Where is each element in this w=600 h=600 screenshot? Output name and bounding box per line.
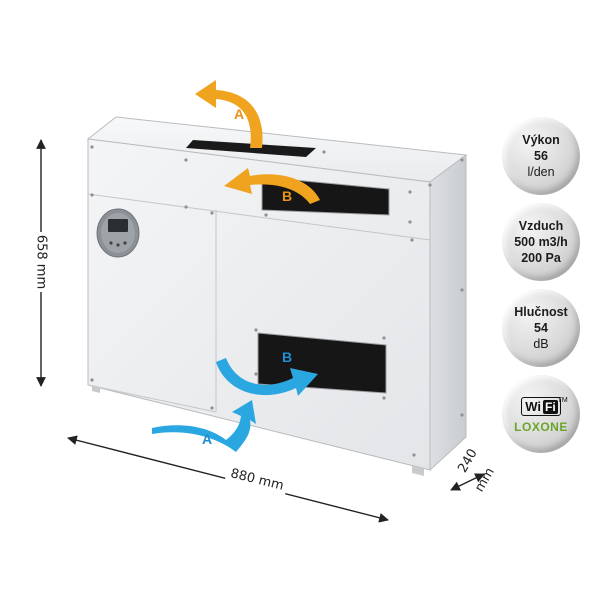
noise-value: 54 xyxy=(534,321,548,335)
arrow-b-outlet-label: B xyxy=(282,188,292,204)
noise-badge: Hlučnost 54 dB xyxy=(502,289,580,367)
wifi-fi-text: Fi xyxy=(543,399,558,414)
power-badge: Výkon 56 l/den xyxy=(502,117,580,195)
power-value: 56 xyxy=(534,149,548,163)
unit-body xyxy=(86,116,468,476)
wifi-trademark: TM xyxy=(557,397,568,404)
arrow-a-outlet xyxy=(195,80,263,148)
noise-unit: dB xyxy=(533,337,549,351)
dimension-depth: 240 mm xyxy=(450,446,498,495)
wifi-wi-text: Wi xyxy=(525,398,542,414)
wifi-logo: Wi Fi TM xyxy=(521,397,568,416)
arrow-a-inlet-label: A xyxy=(202,431,212,447)
control-panel xyxy=(96,208,140,258)
arrow-b-inlet-label: B xyxy=(282,349,292,365)
depth-value-label: 240 xyxy=(455,446,480,475)
arrow-b-inlet xyxy=(216,358,318,396)
air-title: Vzduch xyxy=(518,219,564,233)
top-outlet-grille xyxy=(186,140,316,157)
height-label: 658 mm xyxy=(34,235,49,289)
power-unit: l/den xyxy=(527,165,555,179)
depth-unit-label: mm xyxy=(472,465,498,494)
dimension-width: 880 mm xyxy=(67,435,389,523)
arrow-a-outlet-label: A xyxy=(234,106,244,122)
power-title: Výkon xyxy=(522,133,560,147)
loxone-logo: LOXONE xyxy=(514,420,568,434)
air-flow: 500 m3/h xyxy=(514,235,568,249)
dimension-height: 658 mm xyxy=(33,139,49,387)
air-badge: Vzduch 500 m3/h 200 Pa xyxy=(502,203,580,281)
connectivity-badge: Wi Fi TM LOXONE xyxy=(502,375,580,453)
air-pressure: 200 Pa xyxy=(521,251,561,265)
noise-title: Hlučnost xyxy=(514,305,568,319)
lower-front-grille xyxy=(257,332,387,394)
arrow-b-outlet xyxy=(224,168,320,204)
